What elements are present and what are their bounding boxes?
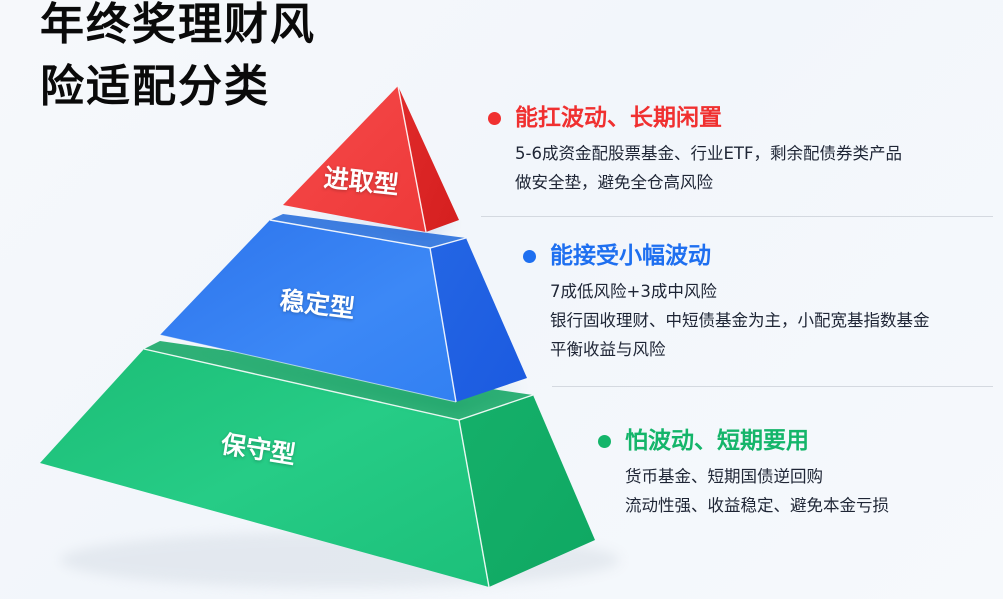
tier-stable-shape — [159, 214, 527, 403]
blue-bullet-icon — [523, 249, 536, 263]
info-stable-line-3: 平衡收益与风险 — [550, 340, 666, 359]
info-aggressive-line-2: 做安全垫，避免全仓高风险 — [515, 173, 713, 192]
info-stable-heading: 能接受小幅波动 — [523, 241, 930, 271]
divider-1 — [481, 216, 993, 217]
info-conservative: 怕波动、短期要用 货币基金、短期国债逆回购 流动性强、收益稳定、避免本金亏损 — [598, 426, 889, 520]
tier-aggressive-shape — [283, 85, 459, 233]
page-title: 年终奖理财风 险适配分类 — [40, 0, 316, 118]
info-stable-title: 能接受小幅波动 — [550, 243, 711, 269]
info-aggressive-heading: 能扛波动、长期闲置 — [488, 103, 902, 133]
info-conservative-line-1: 货币基金、短期国债逆回购 — [625, 467, 823, 486]
info-stable-line-1: 7成低风险+3成中风险 — [550, 282, 717, 301]
title-line-1: 年终奖理财风 — [40, 0, 316, 50]
green-bullet-icon — [598, 434, 611, 448]
info-conservative-heading: 怕波动、短期要用 — [598, 426, 889, 456]
info-stable: 能接受小幅波动 7成低风险+3成中风险 银行固收理财、中短债基金为主，小配宽基指… — [523, 241, 930, 364]
info-aggressive-line-1: 5-6成资金配股票基金、行业ETF，剩余配债券类产品 — [515, 144, 902, 163]
tier-label-aggressive: 进取型 — [322, 163, 401, 200]
info-stable-line-2: 银行固收理财、中短债基金为主，小配宽基指数基金 — [550, 311, 930, 330]
info-aggressive: 能扛波动、长期闲置 5-6成资金配股票基金、行业ETF，剩余配债券类产品 做安全… — [488, 103, 902, 197]
red-bullet-icon — [488, 111, 501, 125]
info-conservative-title: 怕波动、短期要用 — [625, 428, 809, 454]
info-conservative-line-2: 流动性强、收益稳定、避免本金亏损 — [625, 496, 889, 515]
title-line-2: 险适配分类 — [40, 61, 270, 112]
info-aggressive-title: 能扛波动、长期闲置 — [515, 105, 722, 131]
divider-2 — [552, 386, 993, 387]
